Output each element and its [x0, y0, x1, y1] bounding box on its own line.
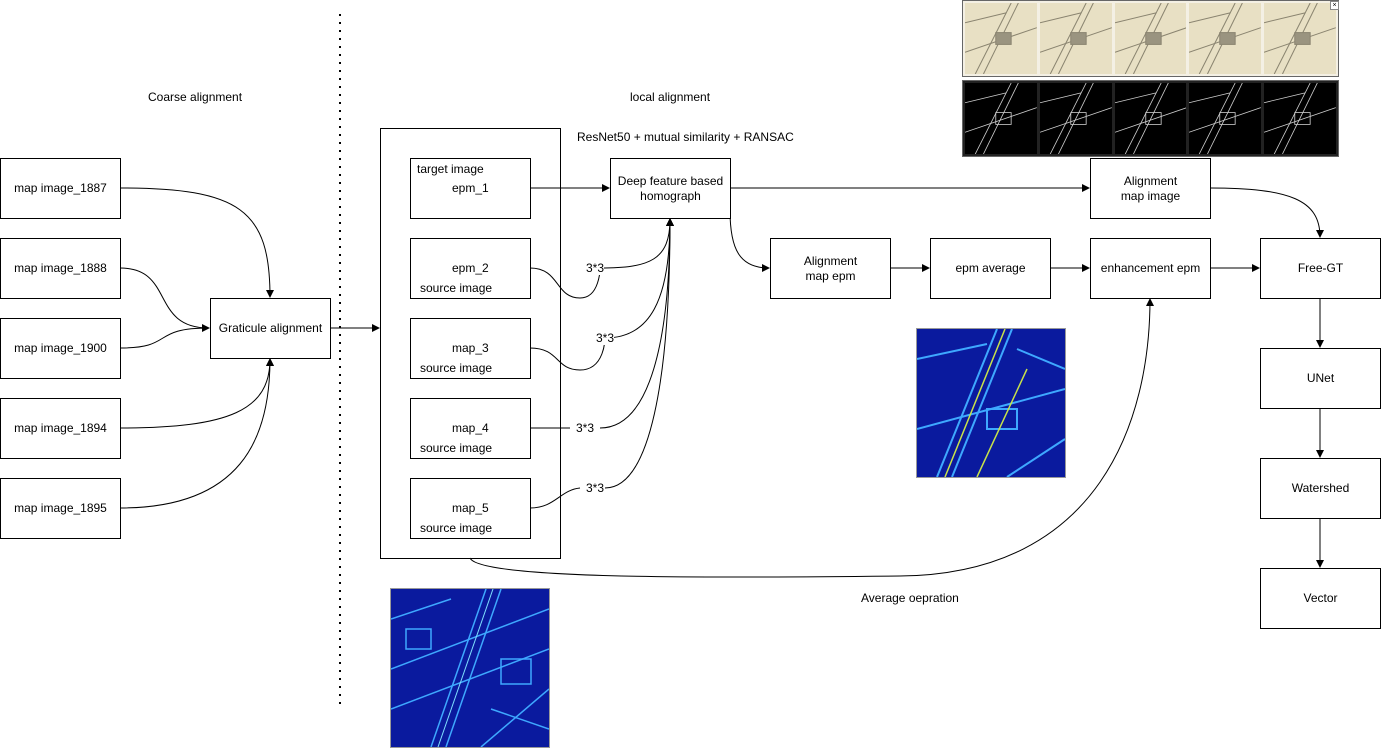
kernel-label-1: 3*3 [586, 261, 605, 275]
kernel-label-2: 3*3 [596, 331, 615, 345]
edge-thumbnail [965, 83, 1037, 154]
historic-map-thumbnails [962, 0, 1339, 77]
map-thumbnail [965, 3, 1037, 74]
edge-map-thumbnails [962, 80, 1339, 157]
edge-1894-graticule [119, 358, 274, 429]
source-caption: source image [420, 281, 493, 295]
deep-feature-homograph-node[interactable]: Deep feature based homograph [610, 158, 731, 219]
enhancement-epm-node[interactable]: enhancement epm [1090, 238, 1211, 299]
local-alignment-group [380, 128, 561, 559]
source-node-map-3[interactable]: map_3 source image [410, 318, 531, 379]
edge-thumbnail [1114, 83, 1187, 154]
kernel-label-3: 3*3 [576, 421, 595, 435]
epm-heatmap [390, 588, 550, 748]
source-name: map_4 [452, 421, 489, 435]
free-gt-node[interactable]: Free-GT [1260, 238, 1381, 299]
source-node-map-4[interactable]: map_4 source image [410, 398, 531, 459]
edge-deep-alignepm [729, 209, 770, 272]
edge-alignimg-freegt [1209, 187, 1324, 238]
source-caption: source image [420, 521, 493, 535]
enhancement-epm-heatmap [916, 328, 1066, 478]
edge-thumbnail [1264, 83, 1336, 154]
average-operation-label: Average oepration [861, 591, 959, 605]
source-name: epm_2 [452, 261, 489, 275]
edge-average-operation [469, 298, 1154, 578]
alignment-map-image-node[interactable]: Alignment map image [1090, 158, 1211, 219]
input-map-1900[interactable]: map image_1900 [0, 318, 121, 379]
input-map-1895[interactable]: map image_1895 [0, 478, 121, 539]
map-thumbnail [1189, 3, 1262, 74]
edge-1887-graticule [119, 187, 274, 298]
graticule-alignment-node[interactable]: Graticule alignment [210, 298, 331, 359]
source-name: map_5 [452, 501, 489, 515]
map-thumbnail [1264, 3, 1336, 74]
alignment-map-epm-node[interactable]: Alignment map epm [770, 238, 891, 299]
edge-thumbnail [1039, 83, 1112, 154]
edge-map5-deep [529, 219, 670, 509]
vector-node[interactable]: Vector [1260, 568, 1381, 629]
source-node-epm-2[interactable]: epm_2 source image [410, 238, 531, 299]
local-alignment-label: local alignment [630, 90, 711, 104]
source-name: map_3 [452, 341, 489, 355]
coarse-alignment-label: Coarse alignment [148, 90, 243, 104]
target-image-node[interactable]: target image epm_1 [410, 158, 531, 219]
input-map-1888[interactable]: map image_1888 [0, 238, 121, 299]
input-map-1894[interactable]: map image_1894 [0, 398, 121, 459]
target-image-name: epm_1 [452, 181, 489, 195]
epm-average-node[interactable]: epm average [930, 238, 1051, 299]
source-node-map-5[interactable]: map_5 source image [410, 478, 531, 539]
resnet-label: ResNet50 + mutual similarity + RANSAC [577, 130, 794, 144]
target-image-caption: target image [417, 162, 484, 176]
edge-epm2-deep [529, 218, 674, 299]
map-thumbnail [1039, 3, 1112, 74]
edge-1888-graticule [119, 267, 210, 332]
edge-1895-graticule [119, 358, 274, 509]
source-caption: source image [420, 361, 493, 375]
input-map-1887[interactable]: map image_1887 [0, 158, 121, 219]
edge-thumbnail [1189, 83, 1262, 154]
close-icon[interactable]: × [1330, 1, 1339, 10]
edge-1900-graticule [119, 327, 210, 349]
map-thumbnail [1114, 3, 1187, 74]
watershed-node[interactable]: Watershed [1260, 458, 1381, 519]
kernel-label-4: 3*3 [586, 481, 605, 495]
source-caption: source image [420, 441, 493, 455]
unet-node[interactable]: UNet [1260, 348, 1381, 409]
